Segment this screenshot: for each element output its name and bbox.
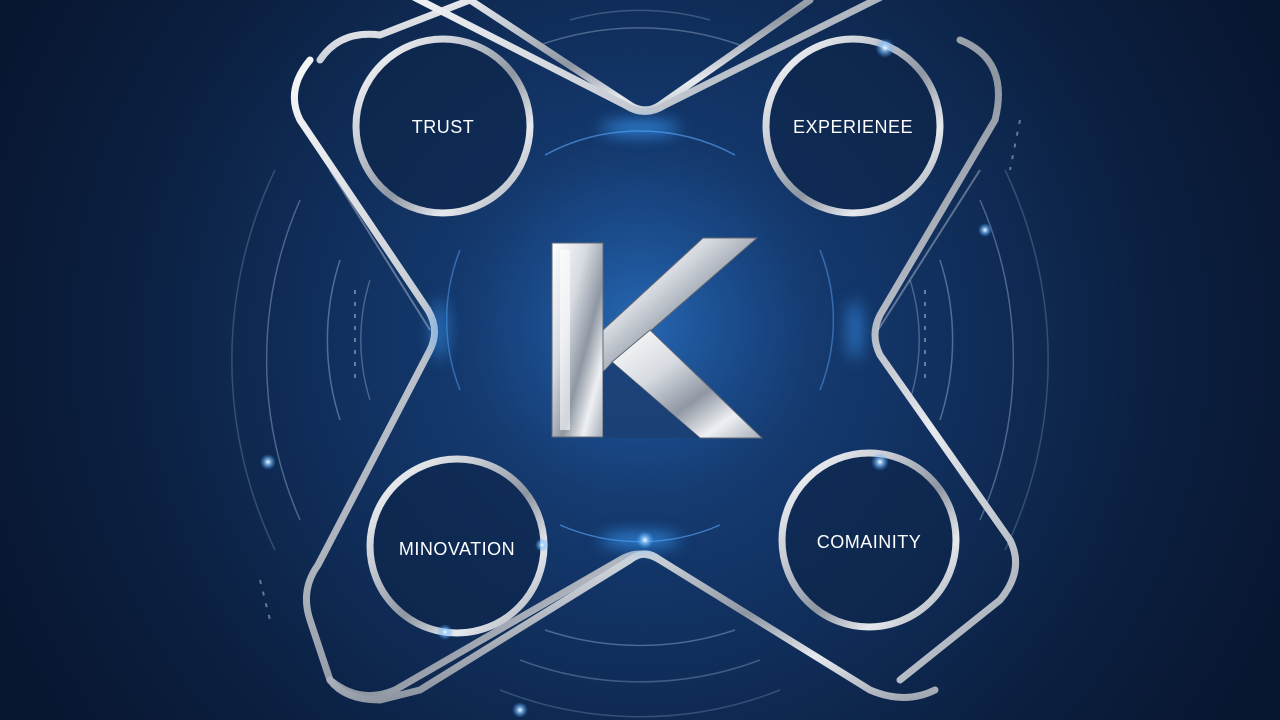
k-logo: K (551, 237, 764, 439)
x-frame (290, 0, 1020, 704)
pillar-community: COMAINITY (778, 449, 960, 631)
pillar-experience-label: EXPERIENEE (793, 117, 913, 137)
pillar-experience: EXPERIENEE (762, 35, 944, 217)
pillar-community-label: COMAINITY (817, 532, 922, 552)
pillar-innovation: MINOVATION (366, 455, 548, 637)
pillar-trust-label: TRUST (412, 117, 475, 137)
sparkles (260, 38, 992, 718)
pillar-trust: TRUST (352, 35, 534, 217)
tick-marks (259, 119, 1021, 621)
pillar-innovation-label: MINOVATION (399, 539, 515, 559)
arc-decorations (231, 9, 1049, 718)
